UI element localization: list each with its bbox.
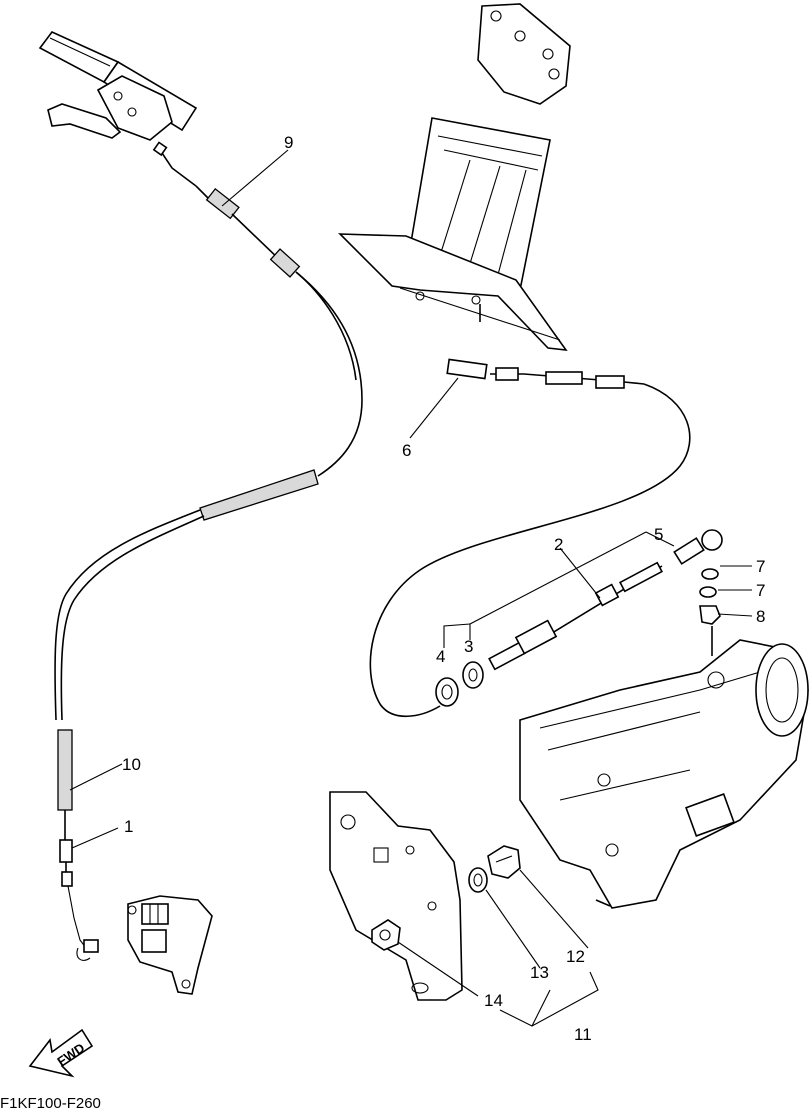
hardware-small-parts xyxy=(371,845,521,951)
callout-6: 6 xyxy=(402,441,411,460)
callout-5: 5 xyxy=(654,525,663,544)
cable-end-assembly xyxy=(435,529,723,707)
callout-8: 8 xyxy=(756,607,765,626)
callout-9: 9 xyxy=(284,133,293,152)
throttle-cable xyxy=(54,141,363,961)
handlebar-grip-assembly xyxy=(38,31,198,141)
steering-cable-upper xyxy=(369,358,691,717)
callout-11: 11 xyxy=(574,1025,592,1044)
callout-1: 1 xyxy=(124,817,133,836)
callout-4: 4 xyxy=(436,647,445,666)
throttle-body-part xyxy=(127,895,213,995)
callout-labels: 1 2 3 4 5 6 7 7 8 9 10 11 12 13 14 xyxy=(122,133,765,1044)
callout-7a: 7 xyxy=(756,557,765,576)
callout-7b: 7 xyxy=(756,581,765,600)
jet-pump-housing xyxy=(519,626,809,909)
mounting-bracket xyxy=(329,791,463,1001)
drawing-code: F1KF100-F260 xyxy=(0,1095,101,1110)
callout-10: 10 xyxy=(122,755,141,774)
leader-lines xyxy=(69,149,753,1027)
callout-2: 2 xyxy=(554,535,563,554)
callout-13: 13 xyxy=(530,963,549,982)
steering-column xyxy=(338,3,571,351)
callout-3: 3 xyxy=(464,637,473,656)
callout-14: 14 xyxy=(484,991,503,1010)
fwd-arrow-icon: FWD xyxy=(28,1028,94,1078)
callout-12: 12 xyxy=(566,947,585,966)
